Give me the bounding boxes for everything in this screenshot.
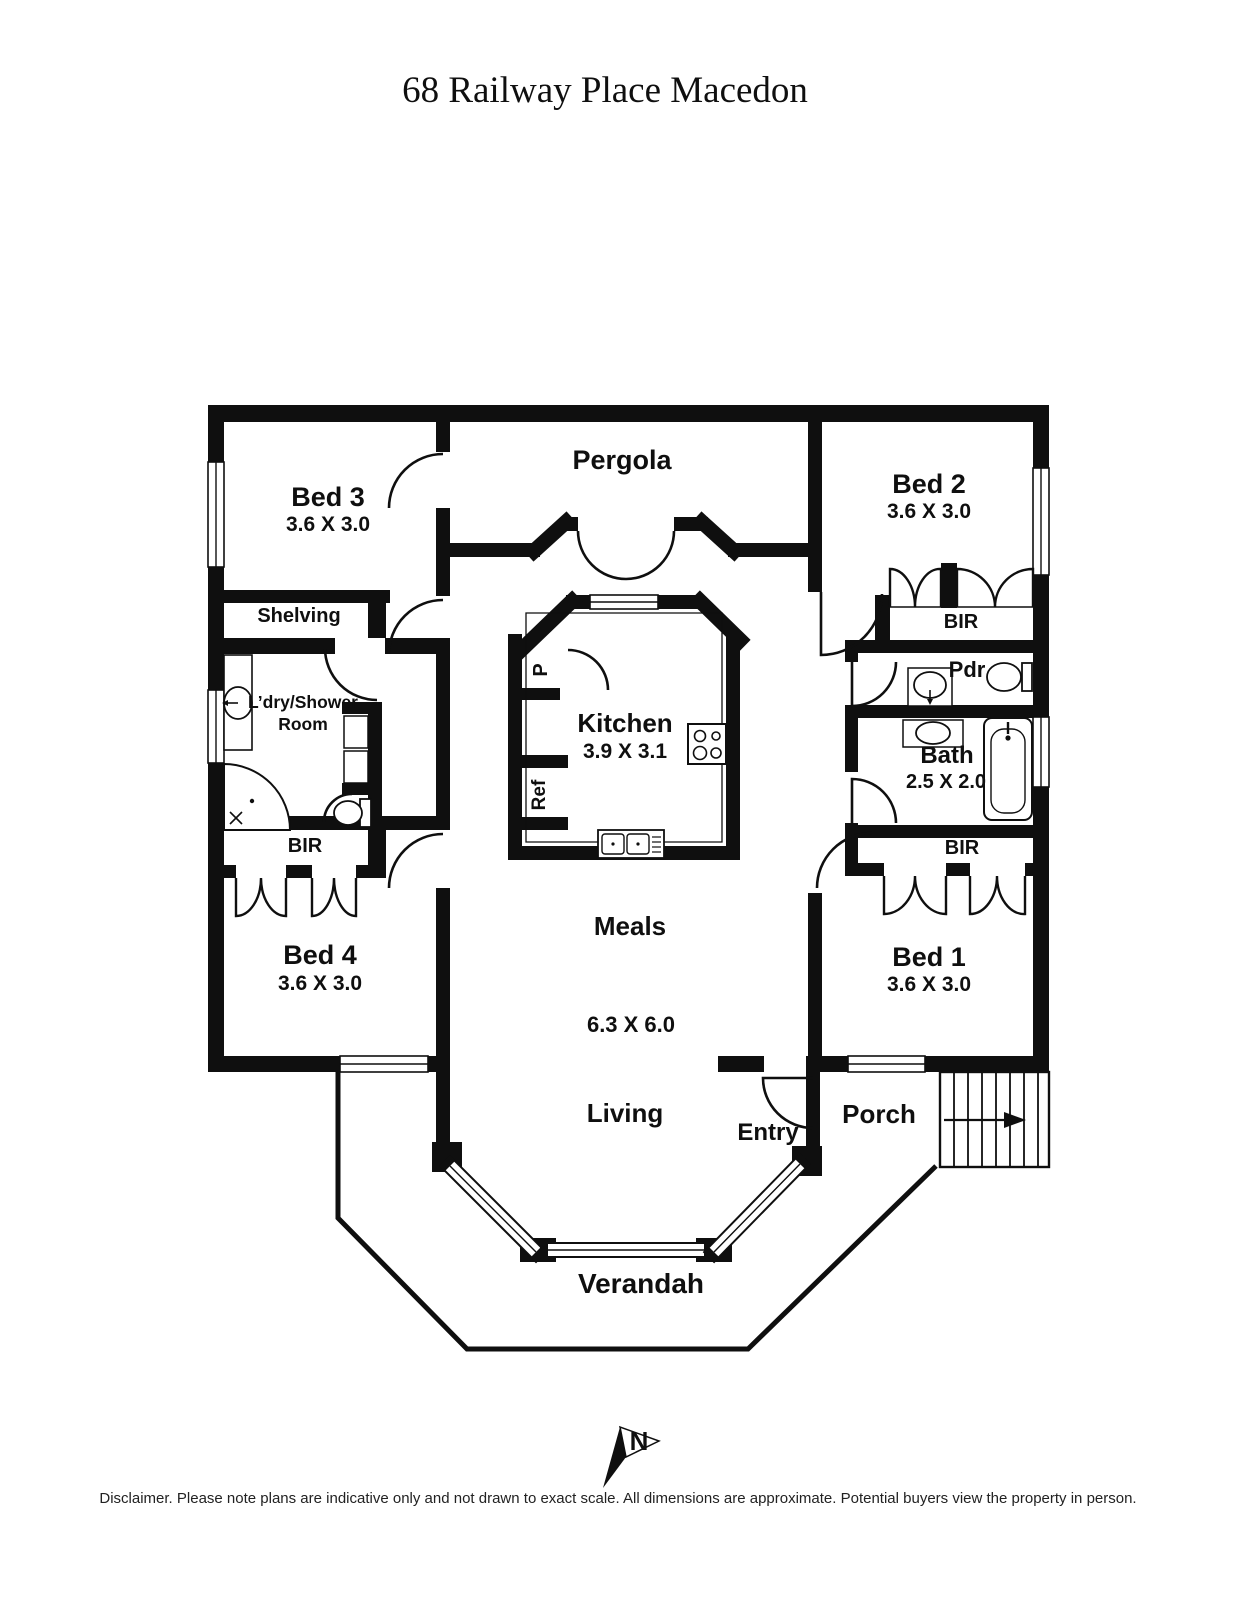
label-pdr: Pdr <box>949 657 986 682</box>
window-bed4 <box>339 1055 429 1073</box>
label-verandah: Verandah <box>578 1268 704 1299</box>
bay-windows <box>432 1142 822 1264</box>
label-bed4: Bed 4 <box>283 940 357 970</box>
door-entry <box>761 1076 814 1130</box>
bay-window-right <box>702 1152 812 1264</box>
window-bath <box>1032 716 1050 788</box>
door-bed1 <box>815 831 873 889</box>
pdr-toilet <box>986 662 1022 692</box>
label-fridge: Ref <box>529 779 550 810</box>
label-bed2-dims: 3.6 X 3.0 <box>887 500 971 523</box>
bath-fixtures <box>902 717 1033 821</box>
door-laundry <box>323 647 378 702</box>
label-entry: Entry <box>737 1119 799 1146</box>
disclaimer-text: Disclaimer. Please note plans are indica… <box>99 1490 1136 1507</box>
label-bed3: Bed 3 <box>291 482 365 512</box>
door-laundry-wc <box>322 792 353 823</box>
pdr-toilet-tank <box>1021 662 1033 692</box>
door-pdr <box>850 661 898 708</box>
door-bath <box>850 777 898 824</box>
cooktop <box>687 723 727 765</box>
label-pantry: P <box>530 663 552 676</box>
laundry-fixtures <box>222 654 372 831</box>
window-kitchen <box>589 594 659 610</box>
door-pergola-right <box>625 530 676 581</box>
label-north: N <box>630 1426 649 1456</box>
label-bir-left: BIR <box>288 835 323 857</box>
window-bed1 <box>847 1055 926 1073</box>
label-meals: Meals <box>594 911 666 941</box>
verandah-outline <box>335 1072 938 1352</box>
label-laundry-line1: L’dry/Shower <box>248 692 358 712</box>
door-pantry <box>567 648 610 691</box>
label-bed4-dims: 3.6 X 3.0 <box>278 972 362 995</box>
label-porch: Porch <box>842 1099 916 1129</box>
label-bath-dims: 2.5 X 2.0 <box>906 771 986 793</box>
window-bed3 <box>207 461 225 568</box>
bath-sink <box>915 721 951 745</box>
door-bed3 <box>387 452 444 509</box>
label-bed1-dims: 3.6 X 3.0 <box>887 973 971 996</box>
kitchen-counter-line <box>525 612 723 843</box>
pdr-fixtures <box>907 662 1033 707</box>
label-bed1: Bed 1 <box>892 942 966 972</box>
label-bir-bed2: BIR <box>944 611 979 633</box>
label-kitchen-dims: 3.9 X 3.1 <box>583 740 667 763</box>
bay-window-left <box>438 1154 548 1264</box>
laundry-cupboard <box>343 750 369 784</box>
kitchen-fixtures <box>597 723 727 859</box>
doors <box>322 452 898 1130</box>
label-living: Living <box>587 1098 664 1128</box>
laundry-toilet <box>333 800 363 826</box>
label-living-dims: 6.3 X 6.0 <box>587 1012 675 1037</box>
door-bed2 <box>819 592 884 657</box>
door-hall <box>387 598 444 655</box>
page-title: 68 Railway Place Macedon <box>402 70 808 111</box>
door-pergola-left <box>576 530 627 581</box>
label-shelving: Shelving <box>257 605 340 627</box>
label-bath: Bath <box>920 742 973 769</box>
label-pergola: Pergola <box>572 445 672 475</box>
window-bed2 <box>1032 467 1050 576</box>
label-laundry-line2: Room <box>278 714 328 734</box>
north-arrow-icon: N <box>603 1425 661 1488</box>
window-laundry <box>207 689 225 764</box>
laundry-cupboard <box>343 715 369 749</box>
label-kitchen: Kitchen <box>577 708 672 738</box>
room-labels: Bed 3 3.6 X 3.0 Pergola Bed 2 3.6 X 3.0 … <box>248 445 986 1299</box>
wardrobe-arcs <box>234 567 1035 918</box>
label-bed3-dims: 3.6 X 3.0 <box>286 513 370 536</box>
label-bed2: Bed 2 <box>892 469 966 499</box>
windows <box>207 461 1050 1073</box>
stairs <box>938 1070 1051 1169</box>
label-bir-bath: BIR <box>945 837 980 859</box>
door-bed4 <box>387 832 444 889</box>
